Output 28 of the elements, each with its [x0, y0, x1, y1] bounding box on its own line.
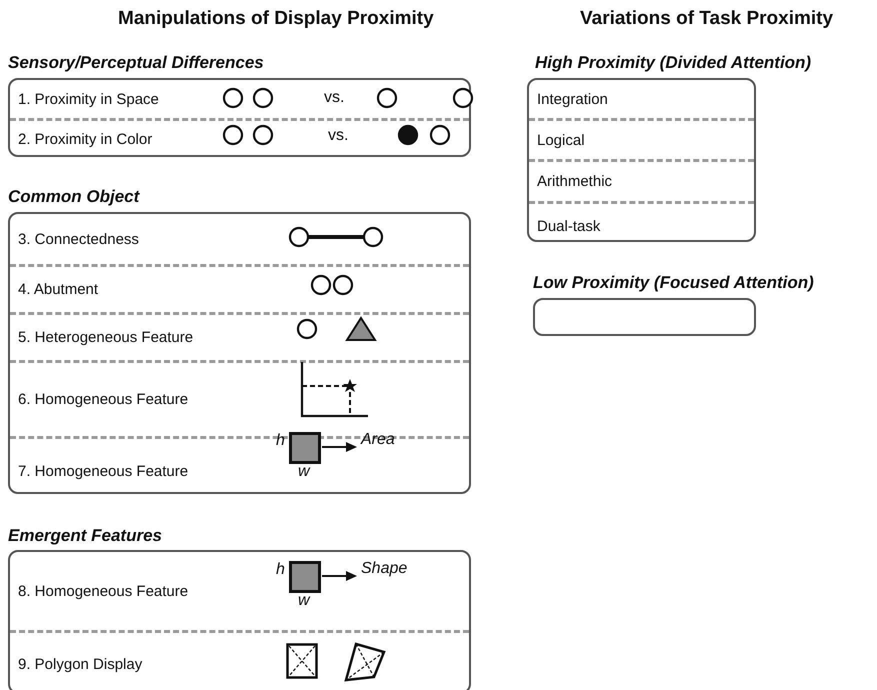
section-heading: High Proximity (Divided Attention) [535, 53, 812, 73]
row-label: Arithmethic [537, 173, 612, 190]
row-label: 3. Connectedness [18, 230, 139, 248]
row-label: 4. Abutment [18, 281, 98, 298]
row-label: Logical [537, 132, 585, 148]
row-label: 6. Homogeneous Feature [18, 391, 188, 408]
section-heading: Sensory/Perceptual Differences [8, 53, 264, 73]
column-heading: Variations of Task Proximity [580, 8, 834, 30]
row-label: Dual-task [537, 218, 600, 235]
dimension-label: w [298, 592, 310, 610]
section-heading: Emergent Features [8, 526, 162, 546]
comparison-label: vs. [324, 89, 344, 107]
dimension-label: Area [361, 431, 395, 449]
row-label: Integration [537, 90, 608, 108]
row-label: 1. Proximity in Space [18, 90, 159, 108]
row-label: 9. Polygon Display [18, 656, 142, 672]
row-label: 7. Homogeneous Feature [18, 463, 188, 480]
row-label: 5. Heterogeneous Feature [18, 329, 194, 346]
dimension-label: Shape [361, 560, 408, 578]
row-label: 2. Proximity in Color [18, 131, 152, 148]
column-heading: Manipulations of Display Proximity [118, 8, 434, 30]
dimension-label: h [276, 432, 285, 450]
section-heading: Common Object [8, 187, 140, 207]
dimension-label: h [276, 561, 285, 579]
row-label: 8. Homogeneous Feature [18, 582, 188, 600]
comparison-label: vs. [328, 127, 348, 145]
dimension-label: w [298, 463, 310, 481]
section-heading: Low Proximity (Focused Attention) [533, 273, 814, 293]
